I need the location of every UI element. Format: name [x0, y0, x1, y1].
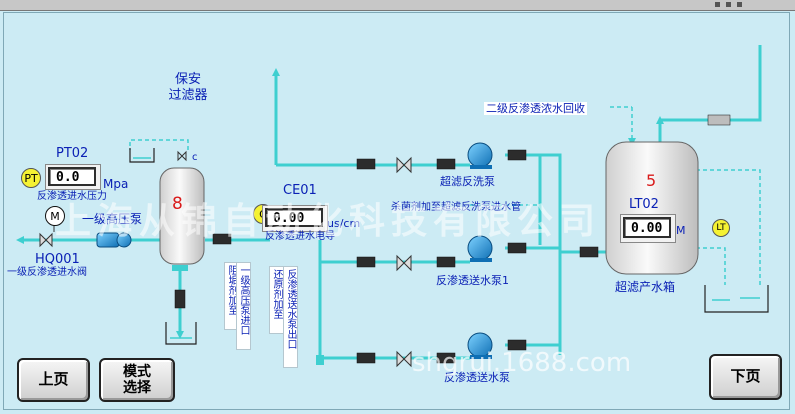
high-pressure-pump [96, 232, 120, 248]
mode-select-button[interactable]: 模式 选择 [99, 358, 175, 402]
pump-circle [467, 142, 493, 168]
valve-caption: 一级反渗透进水阀 [7, 267, 87, 278]
prev-page-button[interactable]: 上页 [17, 358, 90, 402]
tank-number: 5 [646, 171, 657, 190]
tank-stand [172, 265, 188, 271]
dosing-tank [165, 322, 197, 345]
motor-icon: M [45, 206, 65, 226]
vertical-note: 还原剂加至 [269, 266, 284, 334]
conductivity-unit: us/cm [327, 217, 361, 230]
level-unit: M [676, 224, 686, 237]
pump-circle [467, 235, 493, 261]
level-value: 0.00 [623, 217, 671, 238]
backwash-pump-label: 超滤反洗泵 [440, 175, 495, 188]
pipe [658, 45, 762, 142]
flow-meter [436, 256, 456, 268]
pressure-caption: 反渗透进水压力 [37, 191, 107, 202]
flow-meter [174, 289, 186, 309]
conductivity-tag: CE01 [283, 183, 317, 198]
conductivity-caption: 反渗透进水电导 [265, 231, 335, 242]
valve [39, 232, 53, 248]
flow-meter [707, 114, 731, 126]
vertical-note: 反渗透送水泵出口 [283, 266, 298, 368]
pressure-badge-icon: PT [21, 168, 41, 188]
flow-meter [212, 233, 232, 245]
level-tag: LT02 [629, 197, 659, 212]
drain-tank [704, 285, 769, 313]
valve [396, 156, 412, 174]
valve [396, 350, 412, 368]
dosing-tank [129, 148, 155, 163]
filter-number: 8 [172, 194, 183, 214]
pump-label: 一级高压泵 [82, 212, 143, 226]
tank-label: 超滤产水箱 [615, 280, 676, 294]
high-pressure-pump [116, 232, 132, 248]
pump-circle [467, 332, 493, 358]
flow-meter [507, 242, 527, 254]
next-page-button[interactable]: 下页 [709, 354, 782, 400]
filter-marker: c [192, 152, 198, 163]
pressure-unit: Mpa [103, 177, 129, 191]
dashed-line [696, 247, 726, 285]
flow-meter [356, 158, 376, 170]
level-badge-icon: LT [712, 219, 730, 237]
pipe [505, 153, 562, 355]
ro-pump-1-label: 反渗透送水泵1 [436, 274, 509, 287]
top-marker [715, 2, 720, 7]
top-marker [726, 2, 731, 7]
flow-meter [579, 246, 599, 258]
panel-border [3, 12, 790, 410]
valve [177, 150, 187, 162]
pressure-tag: PT02 [56, 146, 89, 161]
flow-meter [507, 149, 527, 161]
top-marker [737, 2, 742, 7]
filter-label: 保安 过滤器 [168, 72, 208, 104]
window-top-bar [0, 0, 795, 11]
vertical-note: 一级高压泵进口 [236, 262, 251, 350]
pipe-fitting [316, 355, 324, 365]
conductivity-value: 0.00 [265, 208, 323, 227]
filter-vessel [159, 167, 205, 265]
flow-meter [356, 352, 376, 364]
pressure-value: 0.0 [48, 167, 96, 186]
valve [396, 254, 412, 272]
pump-base [470, 165, 492, 169]
valve-tag: HQ001 [35, 252, 80, 267]
flow-meter [356, 256, 376, 268]
ro-pump-2-label: 反渗透送水泵 [444, 371, 510, 384]
recycle-label: 二级反渗透浓水回收 [484, 102, 587, 115]
pump-base [470, 258, 492, 262]
pump-base [470, 355, 492, 359]
flow-meter [436, 352, 456, 364]
chemical-caption: 杀菌剂加至超滤反洗泵进水管 [391, 202, 521, 213]
dashed-line [129, 139, 189, 150]
dashed-line [696, 169, 761, 285]
flow-meter [507, 339, 527, 351]
flow-meter [436, 158, 456, 170]
